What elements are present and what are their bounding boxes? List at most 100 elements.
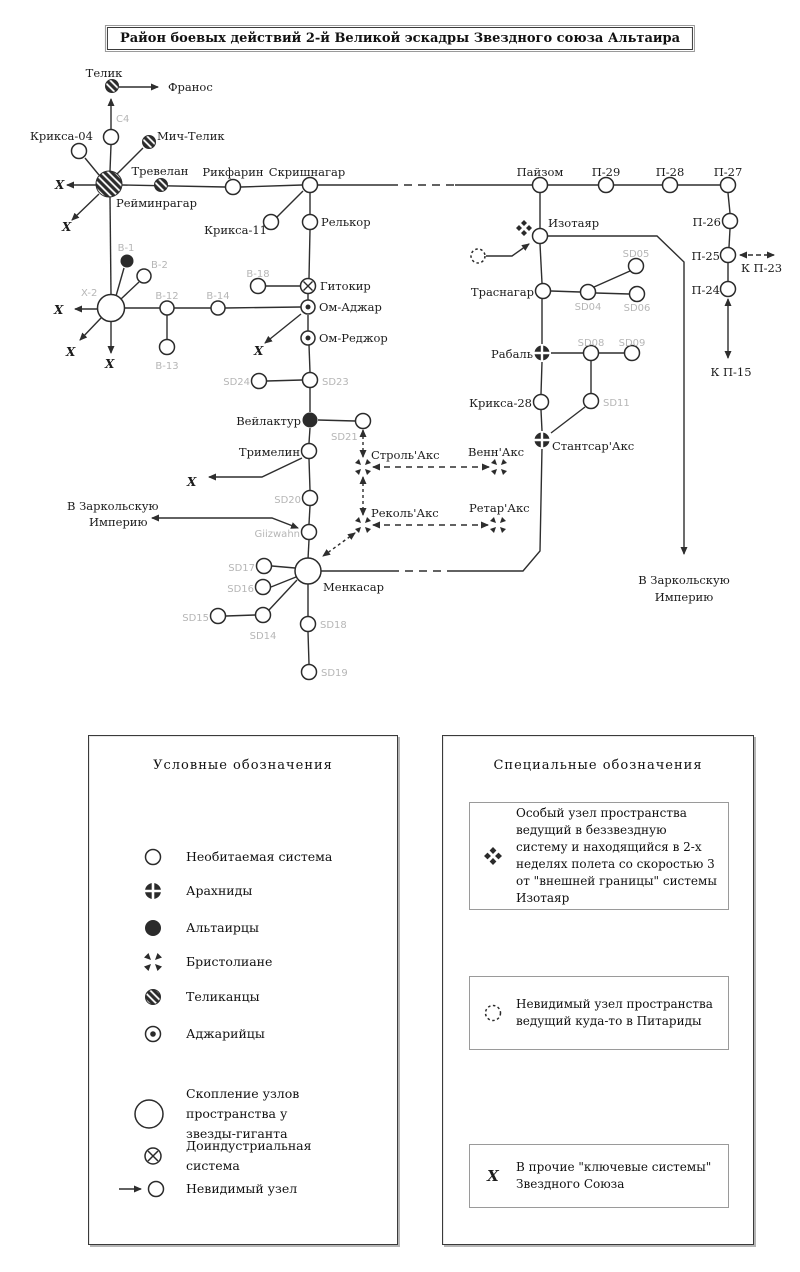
invisible-dashed-icon — [484, 1004, 502, 1022]
node-trasnagar — [534, 282, 552, 300]
node-michtelik — [142, 135, 156, 149]
node-x2 — [96, 293, 126, 323]
page-title: Район боевых действий 2-й Великой эскадр… — [106, 27, 694, 50]
label-sd17: SD17 — [228, 563, 255, 574]
label-stantsar-aks: Стантсар'Акс — [552, 439, 634, 453]
label-trasnagar: Траснагар — [471, 285, 534, 299]
label-p25: П-25 — [691, 249, 720, 263]
label-rabal: Рабаль — [491, 347, 533, 361]
key-system-x-mark: X — [61, 220, 72, 234]
label-sd08: SD08 — [578, 338, 605, 349]
node-sd05 — [627, 257, 645, 275]
node-veylaktur — [302, 412, 318, 428]
label-sd05: SD05 — [623, 249, 650, 260]
legend-item-label: Необитаемая система — [186, 849, 333, 864]
altair-icon — [145, 920, 161, 936]
node-relkor — [301, 213, 319, 231]
node-kriksa11 — [262, 213, 280, 231]
label-venn-aks: Венн'Акс — [468, 445, 524, 459]
label-x2: X-2 — [81, 288, 97, 299]
label-sd09: SD09 — [619, 338, 646, 349]
label-rekol-aks: Реколь'Акс — [371, 506, 439, 520]
node-izotayar — [531, 227, 549, 245]
label-p28: П-28 — [656, 165, 685, 179]
legend-item-label: Аджарийцы — [186, 1026, 265, 1041]
key-system-x-mark: X — [53, 303, 64, 317]
x-mark-icon: X — [487, 1167, 499, 1185]
label-trevelan: Тревелан — [132, 164, 189, 178]
label-kriksa11: Крикса-11 — [204, 223, 267, 237]
label-p29: П-29 — [592, 165, 621, 179]
special-legend-entry: X В прочие "ключевые системы" Звездного … — [469, 1144, 729, 1208]
special-legend-text: В прочие "ключевые системы" Звездного Со… — [516, 1160, 712, 1191]
node-trimelin — [300, 442, 318, 460]
node-sd17 — [255, 557, 273, 575]
node-p27 — [719, 176, 737, 194]
node-retar-aks — [490, 517, 506, 533]
node-gitokir — [299, 277, 317, 295]
label-relkor: Релькор — [321, 215, 371, 229]
node-trevelan — [154, 178, 168, 192]
special-legend-title: Специальные обозначения — [493, 758, 703, 773]
label-sd19: SD19 — [321, 668, 348, 679]
node-skrishnagar — [301, 176, 319, 194]
node-stantsar-aks — [533, 431, 551, 449]
label-sd04: SD04 — [575, 302, 602, 313]
legend-item: Аджарийцы — [140, 1021, 265, 1047]
arachnid-icon — [143, 881, 163, 901]
label-zarkol-right-1: В Заркольскую — [638, 573, 730, 587]
label-b1: B-1 — [118, 243, 135, 254]
node-omadzhar — [300, 299, 316, 315]
giant-cluster-icon — [134, 1099, 164, 1129]
node-omredzhor — [300, 330, 316, 346]
label-menkasar: Менкасар — [323, 580, 384, 594]
label-zarkol-right-2: Империю — [655, 590, 713, 604]
label-p24: П-24 — [691, 283, 720, 297]
label-sd15: SD15 — [182, 613, 209, 624]
legend-item: Доиндустриальная система — [140, 1136, 346, 1176]
label-kp15: К П-15 — [710, 365, 751, 379]
node-sd18 — [299, 615, 317, 633]
node-kriksa28 — [532, 393, 550, 411]
label-omredzhor: Ом-Реджор — [319, 331, 388, 345]
label-sd18: SD18 — [320, 620, 347, 631]
node-sd24 — [250, 372, 268, 390]
label-sd21: SD21 — [331, 432, 358, 443]
legend-item-label: Доиндустриальная система — [186, 1138, 312, 1173]
legend-item: Теликанцы — [140, 984, 260, 1010]
node-sd08 — [582, 344, 600, 362]
node-sd19 — [300, 663, 318, 681]
legend-item: Скопление узлов пространства у звезды-ги… — [129, 1084, 338, 1144]
node-reyminragar — [95, 170, 123, 198]
special-legend-entry: Особый узел пространства ведущий в беззв… — [469, 802, 729, 910]
label-omadzhar: Ом-Аджар — [319, 300, 382, 314]
label-franos: Франос — [168, 80, 213, 94]
node-b1 — [120, 254, 134, 268]
label-sd14: SD14 — [250, 631, 277, 642]
legend-item-label: Бристолиане — [186, 954, 273, 969]
node-sd23 — [301, 371, 319, 389]
label-sd23: SD23 — [322, 377, 349, 388]
label-kriksa04: Крикса-04 — [30, 129, 93, 143]
special-legend-entry: Невидимый узел пространства ведущий куда… — [469, 976, 729, 1050]
label-skrishnagar: Скришнагар — [269, 165, 345, 179]
legend-item: Невидимый узел — [115, 1176, 297, 1202]
legend-item: Бристолиане — [140, 949, 272, 975]
legend-item: Альтаирцы — [140, 915, 259, 941]
node-invisible — [470, 248, 486, 264]
special-node-marker-icon — [516, 220, 532, 236]
label-stroll-aks: Строль'Акс — [371, 448, 440, 462]
node-gizwahn — [300, 523, 318, 541]
label-kriksa28: Крикса-28 — [469, 396, 532, 410]
node-p24 — [719, 280, 737, 298]
node-b14 — [210, 300, 226, 316]
legend-item-label: Скопление узлов пространства у звезды-ги… — [186, 1086, 300, 1141]
node-sd16 — [254, 578, 272, 596]
adzhar-icon — [144, 1025, 162, 1043]
node-b13 — [158, 338, 176, 356]
label-gitokir: Гитокир — [320, 279, 371, 293]
label-telik: Телик — [86, 66, 123, 80]
node-menkasar — [294, 557, 322, 585]
open-circle-icon — [144, 848, 162, 866]
